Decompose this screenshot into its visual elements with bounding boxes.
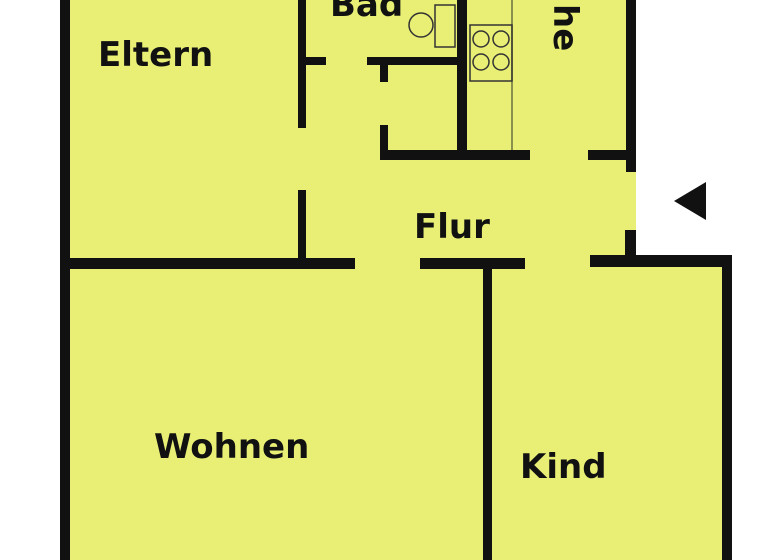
wall-bad-bottom-b [367,57,462,65]
wall-entrance-stub [625,230,636,262]
outer-wall-right [722,255,732,560]
wall-stub-a [380,65,388,82]
room-label-bad: Bad [330,0,404,25]
room-label-kueche: he [545,4,585,52]
wall-bad-kueche [457,0,467,160]
wall-kueche-stub [588,150,636,160]
wall-horizontal-right [590,255,732,267]
entrance-arrow-icon [674,182,706,220]
wall-horizontal-left [60,258,355,269]
room-label-kind: Kind [520,447,607,487]
wall-bad-bottom-a [306,57,326,65]
floor-area [70,0,722,560]
wall-wohnen-kind [483,262,492,560]
wall-horizontal-mid [420,258,525,269]
fixtures [408,0,513,150]
room-label-flur: Flur [414,207,490,247]
walls [60,0,732,560]
wall-eltern-flur-upper [298,0,306,128]
wall-storage-bottom [380,150,530,160]
room-label-eltern: Eltern [98,35,214,75]
wall-eltern-flur-lower [298,190,306,260]
stove-icon [469,24,513,82]
sink-icon [408,12,434,38]
room-label-wohnen: Wohnen [154,427,310,467]
outer-wall-left [60,0,70,560]
wall-stub-b [380,125,388,160]
toilet-icon [434,4,456,48]
wall-kueche-right [626,0,636,172]
